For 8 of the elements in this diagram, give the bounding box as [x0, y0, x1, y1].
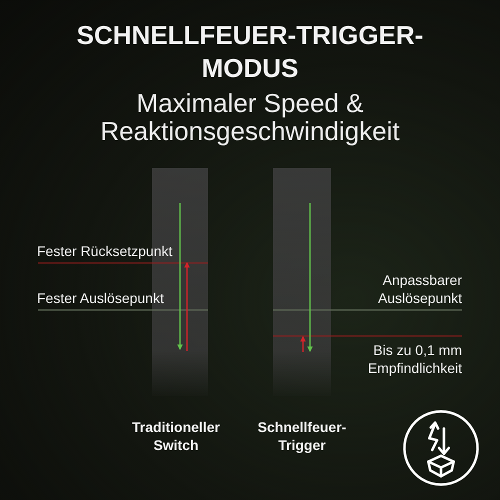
subtitle: Maximaler Speed & Reaktionsgeschwindigkeit	[99, 89, 401, 145]
title: SCHNELLFEUER-TRIGGER- MODUS	[76, 19, 424, 85]
column-label: Traditioneller Switch	[131, 418, 221, 454]
column-label: Schnellfeuer- Trigger	[256, 418, 348, 454]
point-label: Fester Rücksetzpunkt	[37, 243, 172, 260]
point-label: Anpassbarer Auslösepunkt	[376, 271, 462, 307]
point-label: Fester Auslösepunkt	[37, 290, 164, 307]
point-label: Bis zu 0,1 mm Empfindlichkeit	[366, 341, 462, 377]
